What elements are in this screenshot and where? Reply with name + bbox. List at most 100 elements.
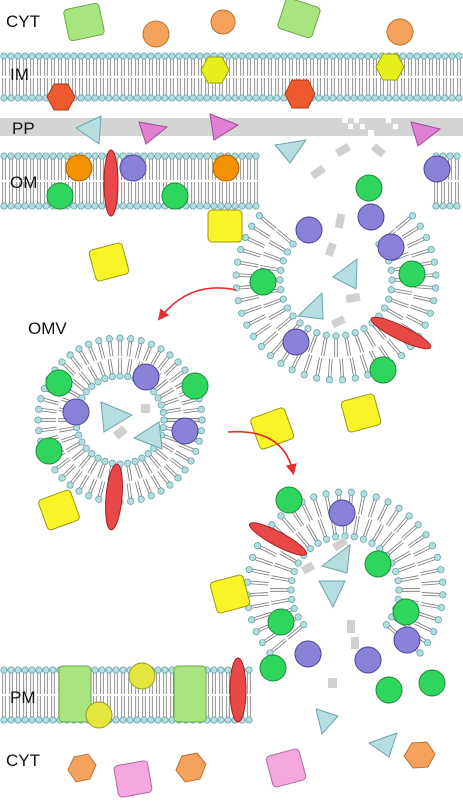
label-pm: PM bbox=[10, 688, 36, 707]
im-inner-lipid bbox=[392, 78, 400, 102]
yellow-square-omv-1 bbox=[38, 489, 80, 531]
im-inner-lipid bbox=[98, 78, 106, 102]
om-outer-lipid bbox=[154, 152, 162, 180]
omv-inner-lipid bbox=[157, 397, 179, 409]
omv-outer-lipid bbox=[174, 450, 195, 465]
om-bud-outer-lipid bbox=[241, 233, 266, 248]
om-inner-lipid bbox=[245, 182, 253, 210]
im-outer-lipid bbox=[105, 52, 113, 76]
pm-outer-lipid bbox=[224, 666, 232, 694]
omv-outer-lipid bbox=[164, 464, 182, 482]
pm-inner-lipid bbox=[147, 696, 155, 724]
om-bud-outer-lipid bbox=[412, 294, 438, 305]
purple-circle-bud-1 bbox=[295, 216, 323, 244]
om-bud-inner-lipid bbox=[342, 331, 352, 357]
om-outer-lipid bbox=[21, 152, 29, 180]
im-inner-lipid bbox=[35, 78, 43, 102]
om-outer-lipid bbox=[182, 152, 190, 180]
im-outer-lipid bbox=[182, 52, 190, 76]
yellow-square-bud-1 bbox=[340, 393, 382, 433]
omv-outer-lipid bbox=[142, 340, 155, 362]
pm-bud-outer-lipid bbox=[358, 490, 368, 515]
om-inner-lipid bbox=[217, 182, 225, 210]
om-outer-lipid bbox=[35, 152, 43, 180]
pm-bud-outer-lipid bbox=[417, 553, 441, 566]
omv-fragments bbox=[112, 404, 150, 440]
im-inner-lipid bbox=[441, 78, 449, 102]
im-outer-lipid bbox=[196, 52, 204, 76]
pm-bud-outer-lipid bbox=[310, 493, 323, 518]
label-cyt-top: CYT bbox=[6, 12, 40, 31]
im-outer-lipid bbox=[441, 52, 449, 76]
green-circle-bud2-7 bbox=[418, 669, 446, 697]
im-inner-lipid bbox=[266, 78, 274, 102]
teal-triangle-bud-2 bbox=[296, 291, 324, 320]
omv-outer-lipid bbox=[150, 474, 165, 495]
omv-outer-lipid bbox=[35, 426, 57, 435]
om-bud-outer-lipid bbox=[255, 212, 277, 231]
om-right-inner-lipid bbox=[432, 182, 440, 210]
green-circle-bud2-2 bbox=[364, 550, 392, 578]
pm-bud-inner-lipid bbox=[330, 515, 340, 541]
im-inner-lipid bbox=[322, 78, 330, 102]
om-bud-outer-lipid bbox=[405, 314, 429, 329]
im-inner-lipid bbox=[364, 78, 372, 102]
pm-bud-inner-lipid bbox=[388, 551, 411, 567]
yellow-square-free-3 bbox=[209, 574, 251, 614]
pm-outer-lipid bbox=[0, 666, 8, 694]
teal-triangle-omv-2 bbox=[132, 421, 163, 450]
pm-bud-outer-lipid bbox=[407, 531, 430, 549]
purple-circle-bud2-2 bbox=[393, 626, 421, 654]
pm-bud-inner-lipid bbox=[306, 524, 322, 547]
omv-outer-lipid bbox=[183, 405, 205, 414]
om-bud-inner-lipid bbox=[275, 312, 297, 331]
im-outer-lipid bbox=[301, 52, 309, 76]
om-bud-inner-lipid bbox=[360, 324, 376, 348]
pm-inner-lipid bbox=[35, 696, 43, 724]
omv-outer-lipid bbox=[134, 481, 145, 503]
pm-bud-outer-lipid bbox=[243, 578, 269, 586]
pm-inner-lipid bbox=[210, 696, 218, 724]
om-bud-inner-lipid bbox=[263, 295, 287, 308]
im-inner-lipid bbox=[189, 78, 197, 102]
omv-outer-lipid bbox=[75, 345, 90, 366]
pm-inner-lipid bbox=[161, 696, 169, 724]
om-inner-lipid bbox=[133, 182, 141, 210]
im-outer-lipid bbox=[455, 52, 463, 76]
pm-bud-inner-lipid bbox=[279, 551, 302, 567]
im-outer-lipid bbox=[7, 52, 15, 76]
label-im: IM bbox=[10, 65, 29, 84]
im-inner-lipid bbox=[119, 78, 127, 102]
pm-outer-lipid bbox=[91, 666, 99, 694]
pm-bud-outer-lipid bbox=[401, 521, 422, 541]
pm-inner-lipid bbox=[112, 696, 120, 724]
im-inner-lipid bbox=[245, 78, 253, 102]
om-bud-outer-lipid bbox=[249, 323, 272, 340]
teal-triangle-pp-2 bbox=[274, 139, 308, 164]
om-inner-lipid bbox=[154, 182, 162, 210]
pm-inner-lipid bbox=[126, 696, 134, 724]
green-circle-bud2-1 bbox=[275, 486, 303, 514]
im-outer-lipid bbox=[245, 52, 253, 76]
pm-bud-inner-lipid bbox=[295, 531, 314, 553]
purple-circle-omv-2 bbox=[62, 398, 90, 426]
purple-circle-bud2-4 bbox=[354, 646, 382, 674]
omv-inner-lipid bbox=[87, 454, 102, 475]
pm-outer-lipid bbox=[28, 666, 36, 694]
om-bud-outer-lipid bbox=[237, 246, 262, 258]
pm-bud-outer-lipid bbox=[377, 498, 392, 522]
om-outer-lipid bbox=[168, 152, 176, 180]
purple-circle-bud-3 bbox=[377, 233, 405, 261]
om-outer-lipid bbox=[7, 152, 15, 180]
red-ellipse-bud-1 bbox=[370, 316, 432, 350]
omv-outer-lipid bbox=[75, 474, 90, 495]
red-hexagon-im-1 bbox=[46, 83, 76, 111]
pm-inner-lipid bbox=[119, 696, 127, 724]
im-inner-lipid bbox=[357, 78, 365, 102]
orange-circle-cyt-3 bbox=[386, 18, 414, 46]
pm-outer-lipid bbox=[7, 666, 15, 694]
pm-outer-lipid bbox=[42, 666, 50, 694]
omv-inner-lipid bbox=[65, 438, 86, 453]
om-outer-lipid bbox=[49, 152, 57, 180]
om-outer-lipid bbox=[56, 152, 64, 180]
